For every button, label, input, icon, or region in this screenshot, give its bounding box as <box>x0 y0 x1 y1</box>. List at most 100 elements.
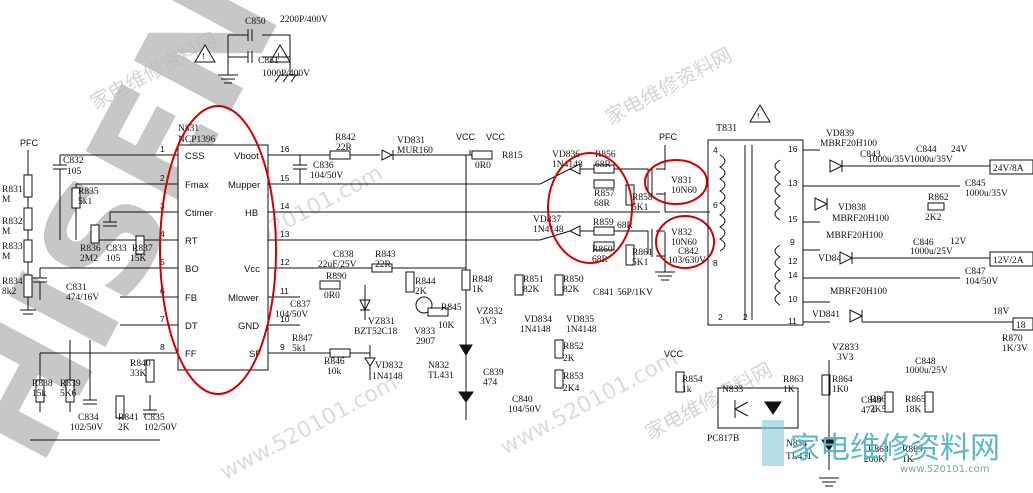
vd839-ref: VD839 <box>826 129 854 139</box>
left-network: PFC R831 M R832 M R833 M R834 8k2 C831 4… <box>2 138 177 441</box>
highlight-ic <box>159 105 277 395</box>
r856-ref: R856 <box>595 150 616 160</box>
c831-val: 474/16V <box>66 293 99 303</box>
svg-text:4: 4 <box>713 145 718 155</box>
c845-ref: C845 <box>965 179 986 189</box>
vd838-val: MBRF20H100 <box>832 214 889 224</box>
transformer-t831: T831 ! 4 6 8 2 16 13 15 9 14 10 11 12 2 <box>707 104 804 326</box>
vd839-val: MBRF20H100 <box>820 139 877 149</box>
svg-text:5: 5 <box>160 257 165 267</box>
c834-ref: C834 <box>78 413 99 423</box>
logo-icon <box>762 420 784 466</box>
svg-text:1: 1 <box>160 144 165 154</box>
v831-ref: V831 <box>671 176 692 186</box>
r841-val: 2K <box>118 423 130 433</box>
svg-text:10: 10 <box>788 294 798 304</box>
vd837-ref: VD837 <box>533 215 561 225</box>
svg-text:CSS: CSS <box>185 151 205 162</box>
r890-ref: R890 <box>326 272 347 282</box>
r866-val: 7K5 <box>870 405 887 415</box>
n834-ref: N834 <box>786 439 807 449</box>
c844-val: 1000u/35V <box>910 155 953 165</box>
svg-text:4: 4 <box>160 229 165 239</box>
r850-ref: R850 <box>563 275 584 285</box>
highlight-gate-drive <box>547 152 633 264</box>
svg-text:HB: HB <box>245 208 258 219</box>
r852-val: 2K <box>563 354 575 364</box>
n833-ref: N833 <box>722 385 743 395</box>
net-vcc-2: VCC <box>486 132 506 142</box>
r815-val: 0R0 <box>475 161 491 171</box>
c847-ref: C847 <box>965 267 986 277</box>
r857-val: 68R <box>594 199 611 209</box>
r815-ref: R815 <box>502 151 523 161</box>
vd836-val: 1N4148 <box>552 160 583 170</box>
label-18v: 18V <box>993 307 1010 317</box>
svg-text:14: 14 <box>788 270 798 280</box>
net-vcc-1: VCC <box>456 132 476 142</box>
highlight-v831 <box>644 159 708 205</box>
vz832-val: 3V3 <box>480 317 497 327</box>
t831-ref: T831 <box>716 123 737 134</box>
net-pfc-left: PFC <box>20 138 39 148</box>
r840-ref: R840 <box>130 359 151 369</box>
mosfets: PFC V831 10N60 V832 10N60 C842 103/630V <box>640 132 710 281</box>
r838-ref: R838 <box>32 379 53 389</box>
vd840-ref: VD840 <box>818 254 846 264</box>
r837-val: 15K <box>130 254 147 264</box>
svg-text:16: 16 <box>280 144 290 154</box>
r844-val: 2K <box>415 287 427 297</box>
secondary: VD839 MBRF20H100 VD838 MBRF20H100 C843 1… <box>803 129 1033 376</box>
svg-text:8: 8 <box>713 258 718 268</box>
r854-ref: R854 <box>682 375 703 385</box>
c843-ref: C843 <box>860 150 881 160</box>
r851-val: 82K <box>523 285 540 295</box>
vz832-ref: VZ832 <box>476 307 503 317</box>
vd841-ref: VD841 <box>812 310 840 320</box>
svg-text:GND: GND <box>238 321 259 332</box>
r869-val: 1K <box>902 455 914 465</box>
c846-val: 1000u/25V <box>910 247 953 257</box>
c841-ref: C841 <box>593 288 614 298</box>
svg-text:15: 15 <box>788 214 798 224</box>
svg-text:14: 14 <box>280 201 290 211</box>
vz831-ref: VZ831 <box>368 317 395 327</box>
svg-text:Ctimer: Ctimer <box>185 208 213 219</box>
svg-text:Vcc: Vcc <box>244 264 260 275</box>
r863-ref: R863 <box>783 375 804 385</box>
c846-ref: C846 <box>913 238 934 248</box>
r870-ref: R870 <box>1002 334 1023 344</box>
vd835-ref: VD835 <box>566 315 594 325</box>
r831-val: M <box>2 195 11 205</box>
r856-val: 68R <box>595 160 612 170</box>
r832-ref: R832 <box>2 217 23 227</box>
r861-val: 5K1 <box>632 258 649 268</box>
r860-ref: R860 <box>592 245 613 255</box>
c839-val: 474 <box>483 378 498 388</box>
gate-drive: R851 82K R850 82K VD834 1N4148 VD835 1N4… <box>514 150 653 394</box>
r834-ref: R834 <box>2 277 23 287</box>
r864-val: 1K0 <box>832 385 849 395</box>
vz833-ref: VZ833 <box>832 343 859 353</box>
r836-ref: R836 <box>80 244 101 254</box>
r860-val: 68R <box>592 255 609 265</box>
r864-ref: R864 <box>832 375 853 385</box>
r832-val: M <box>2 227 11 237</box>
net-18v: 18 <box>1016 321 1026 331</box>
v832-ref: V832 <box>671 228 692 238</box>
vd834-val: 1N4148 <box>520 325 551 335</box>
site-logo: 家电维修资料网 www.520101.com <box>762 420 1000 475</box>
net-pfc-top: PFC <box>659 132 678 142</box>
svg-text:12: 12 <box>280 257 290 267</box>
v833-val: 2907 <box>416 337 435 347</box>
vz831-val: BZT52C18 <box>354 327 398 337</box>
v833-ref: V833 <box>414 327 435 337</box>
c833-ref: C833 <box>106 244 127 254</box>
svg-text:11: 11 <box>280 286 289 296</box>
r844-ref: R844 <box>415 277 436 287</box>
n834-val: TL431 <box>786 452 812 462</box>
r835-val: 5k1 <box>78 197 93 207</box>
r842-val: 22R <box>336 143 353 153</box>
c833-val: 105 <box>106 254 121 264</box>
